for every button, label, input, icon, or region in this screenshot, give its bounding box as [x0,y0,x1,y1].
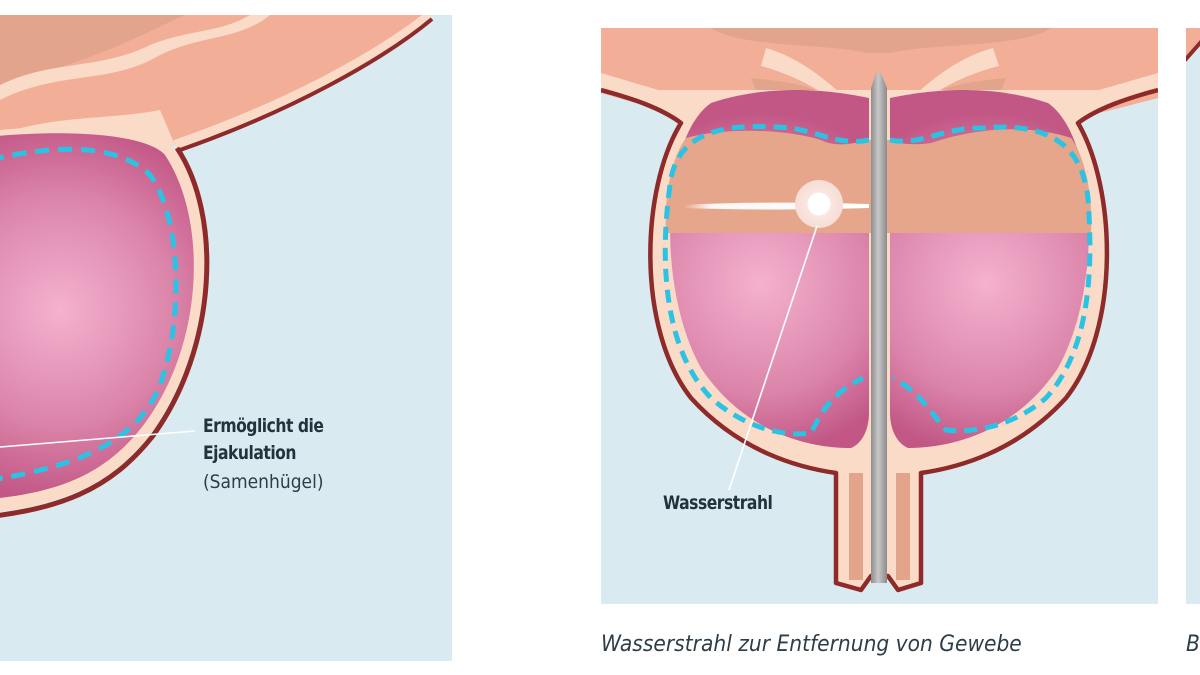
label-ejaculation-sub: (Samenhügel) [203,471,324,493]
leader-line [728,225,818,491]
anatomy-panel-water-jet: Wasserstrahl [601,28,1158,604]
dashed-zone-boundary [0,146,179,481]
caption-next-partial: B [1186,632,1200,657]
capsule-outline [179,17,434,152]
label-ejaculation-line2: Ejakulation [203,442,296,464]
bladder-wall-highlight [0,15,270,100]
label-ejaculation-line1: Ermöglicht die [203,415,324,437]
capsule-outline [1186,40,1200,62]
label-water-jet: Wasserstrahl [663,492,773,514]
anatomy-panel-ejaculation: Ermöglicht die Ejakulation (Samenhügel) [0,15,452,661]
dashed-zone-boundary-left [662,124,870,437]
prostate-illustration-1 [0,15,434,518]
dashed-zone-boundary-right [889,124,1093,434]
prostate-tissue [0,133,194,498]
prostate-illustration-2 [601,28,1158,593]
leader-line [0,430,196,448]
probe-instrument[interactable] [871,73,887,583]
caption-water-jet: Wasserstrahl zur Entfernung von Gewebe [601,632,1022,657]
anatomy-panel-next-partial [1186,28,1200,604]
